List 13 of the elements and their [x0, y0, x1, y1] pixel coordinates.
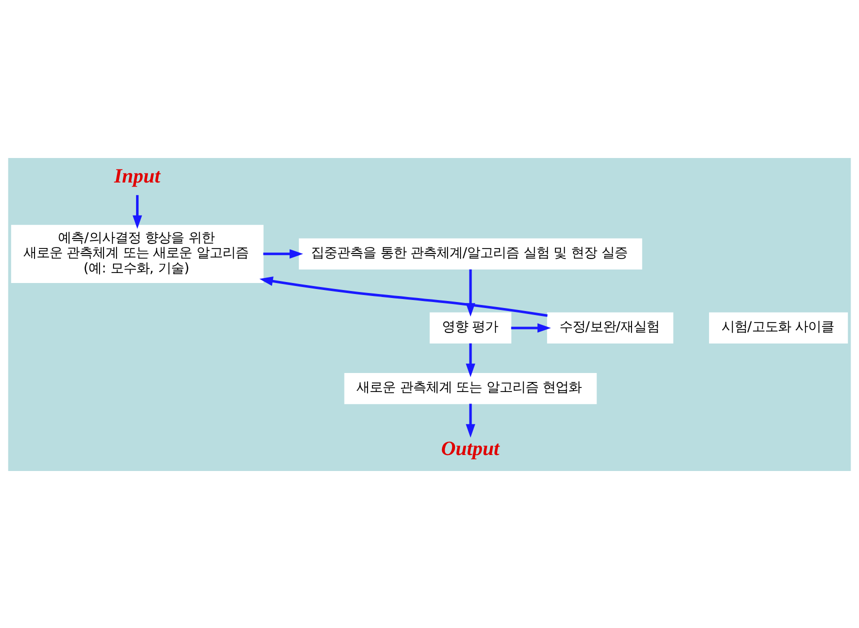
node-box: 예측/의사결정 향상을 위한 새로운 관측체계 또는 새로운 알고리즘 (예: 모수화, 기술): [11, 224, 264, 282]
node-box: 집중관측을 통한 관측체계/알고리즘 실험 및 현장 실증: [298, 238, 642, 269]
node-box: 영향 평가: [430, 312, 512, 344]
node-box: 시험/고도화 사이클: [709, 312, 848, 344]
node-text: Input: [114, 165, 160, 188]
node-box: 새로운 관측체계 또는 알고리즘 현업화: [344, 372, 597, 404]
arrow: [263, 248, 304, 258]
arrow: [466, 403, 476, 438]
node-text: Output: [441, 438, 500, 460]
node-box: 수정/보완/재실험: [547, 312, 674, 344]
arrow: [511, 322, 551, 332]
arrow: [466, 342, 476, 377]
arrow: [132, 194, 142, 228]
